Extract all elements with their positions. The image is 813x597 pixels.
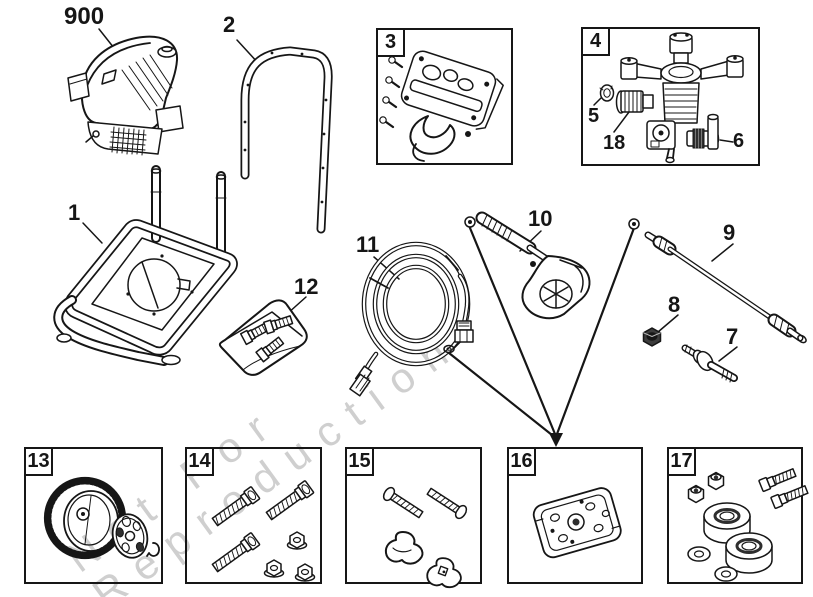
foot-kit-illustration	[687, 468, 809, 582]
pump-kit-box	[581, 27, 760, 166]
wheel-illustration	[43, 476, 161, 560]
callout-engine: 900	[64, 3, 105, 30]
knob-kit-box	[345, 447, 482, 584]
wand-illustration	[628, 218, 807, 344]
callout-seal-ring: 5	[588, 105, 600, 127]
wheel-kit-plate: 13	[24, 447, 53, 476]
tray-kit-box	[507, 447, 643, 584]
spray-gun-illustration	[464, 211, 591, 320]
bracket-kit-box	[376, 28, 513, 165]
lock-nut-illustration	[642, 327, 662, 347]
pump-kit-plate: 4	[581, 27, 610, 56]
frame-illustration	[53, 165, 238, 366]
foot-kit-box	[667, 447, 803, 584]
hardware-bag-illustration	[218, 299, 308, 376]
handle-illustration	[240, 46, 333, 234]
hose-illustration	[349, 241, 474, 397]
wheel-kit-box	[24, 447, 163, 584]
callout-hose: 11	[356, 232, 380, 257]
callout-wand: 9	[723, 220, 736, 245]
callout-outlet-fitting: 6	[733, 130, 745, 152]
foot-kit-plate: 17	[667, 447, 696, 476]
knob-kit-plate: 15	[345, 447, 374, 476]
engine-illustration	[67, 35, 184, 156]
bolt-kit-illustration	[211, 480, 316, 582]
tray-illustration	[532, 487, 622, 559]
callout-axle-bolt: 7	[726, 324, 739, 349]
callout-handle: 2	[223, 12, 236, 37]
knob-kit-illustration	[382, 486, 468, 589]
callout-pump-knob: 18	[603, 132, 626, 154]
bracket-kit-plate: 3	[376, 28, 405, 57]
callout-lock-nut: 8	[668, 292, 681, 317]
bolt-kit-plate: 14	[185, 447, 214, 476]
pump-illustration	[599, 32, 744, 164]
bolt-kit-box	[185, 447, 322, 584]
axle-bolt-illustration	[681, 344, 738, 383]
bracket-illustration	[379, 50, 504, 162]
callout-spray-gun: 10	[528, 206, 553, 231]
tray-kit-plate: 16	[507, 447, 536, 476]
callout-hardware-bag: 12	[294, 274, 319, 299]
callout-frame: 1	[68, 200, 81, 225]
